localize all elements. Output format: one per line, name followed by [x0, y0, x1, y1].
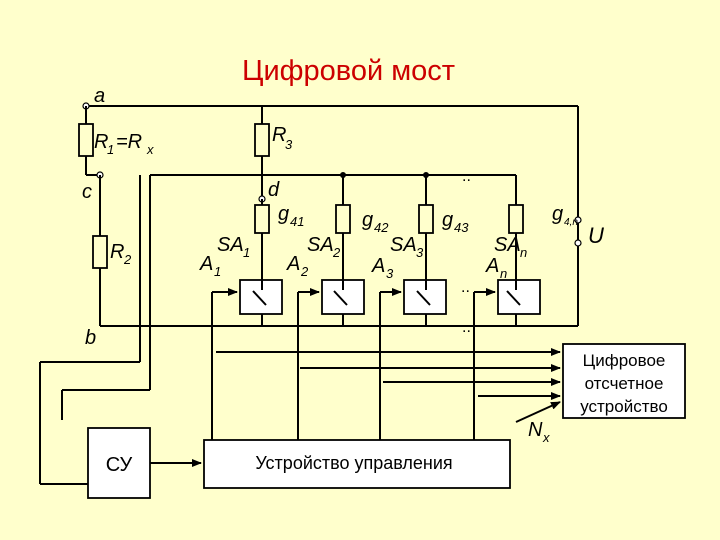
svg-text:g: g [362, 209, 373, 231]
readout-block [562, 343, 686, 419]
sa1-label: SA 1 A 1 [199, 234, 250, 279]
svg-text:SA: SA [307, 234, 334, 256]
svg-text:1: 1 [214, 264, 221, 279]
node-d-label: d [268, 179, 280, 201]
svg-text:1: 1 [107, 142, 114, 157]
terminal-u-lower [574, 239, 582, 247]
g43-label: g 43 [442, 209, 469, 235]
su-label: СУ [106, 454, 133, 476]
node-a-label: a [94, 85, 105, 107]
svg-text:SA: SA [494, 234, 521, 256]
switch-san [497, 279, 541, 326]
control-unit-block [203, 439, 511, 489]
sa2-label: SA 2 A 2 [286, 234, 341, 279]
svg-text:g: g [278, 203, 289, 225]
svg-text:A: A [286, 253, 300, 275]
resistor-r3 [254, 106, 270, 199]
svg-text:x: x [542, 430, 550, 445]
svg-text:41: 41 [290, 214, 304, 229]
sa3-label: SA 3 A 3 [371, 234, 424, 281]
terminal-u-upper [574, 216, 582, 224]
g4n-label: g 4,n [552, 203, 578, 228]
su-block [87, 427, 151, 499]
resistor-r2 [92, 235, 108, 326]
svg-text:R: R [272, 124, 286, 146]
switch-sa2 [321, 279, 365, 326]
svg-text:n: n [500, 266, 507, 281]
node-c-label: c [82, 181, 92, 203]
g41-label: g 41 [278, 203, 304, 229]
conductance-g42 [335, 175, 351, 280]
svg-text:43: 43 [454, 220, 469, 235]
readout-line-1: Цифровое [583, 351, 666, 370]
svg-text:A: A [371, 255, 385, 277]
g42-label: g 42 [362, 209, 389, 235]
conductance-g4n [508, 175, 524, 280]
svg-text:N: N [528, 419, 543, 441]
svg-text:R: R [110, 241, 124, 263]
svg-text:=R: =R [116, 131, 142, 153]
san-label: SA n A n [485, 234, 527, 281]
svg-text:1: 1 [243, 245, 250, 260]
svg-text:4,n: 4,n [564, 217, 578, 228]
svg-text:SA: SA [217, 234, 244, 256]
svg-text:x: x [146, 142, 154, 157]
svg-text:A: A [199, 253, 213, 275]
ellipsis-bottom: .. [462, 319, 471, 336]
ellipsis-middle: .. [461, 279, 470, 296]
readout-bus [216, 348, 561, 423]
terminal-u-label: U [588, 223, 604, 248]
switch-sa1 [239, 279, 283, 326]
resistor-r1 [78, 106, 94, 175]
ellipsis-top: .. [462, 168, 471, 185]
r2-label: R 2 [110, 241, 132, 267]
svg-text:3: 3 [416, 245, 424, 260]
svg-text:2: 2 [332, 245, 341, 260]
svg-text:g: g [442, 209, 453, 231]
node-b-label: b [85, 327, 96, 349]
switch-sa3 [403, 279, 447, 326]
svg-text:SA: SA [390, 234, 417, 256]
svg-text:g: g [552, 203, 563, 225]
svg-text:2: 2 [123, 252, 132, 267]
conductance-g43 [418, 175, 434, 280]
readout-line-2: отсчетное [585, 374, 664, 393]
conductance-g41 [254, 199, 270, 280]
svg-text:3: 3 [386, 266, 394, 281]
svg-text:R: R [94, 131, 108, 153]
r1-label: R 1 =R x [94, 131, 154, 157]
svg-text:3: 3 [285, 137, 293, 152]
r3-label: R 3 [272, 124, 293, 152]
diagram-title: Цифровой мост [242, 55, 455, 87]
svg-text:42: 42 [374, 220, 389, 235]
readout-line-3: устройство [580, 397, 668, 416]
nx-label: N x [528, 419, 550, 445]
svg-text:A: A [485, 255, 499, 277]
control-unit-label: Устройство управления [255, 453, 452, 473]
svg-text:2: 2 [300, 264, 309, 279]
svg-text:n: n [520, 245, 527, 260]
